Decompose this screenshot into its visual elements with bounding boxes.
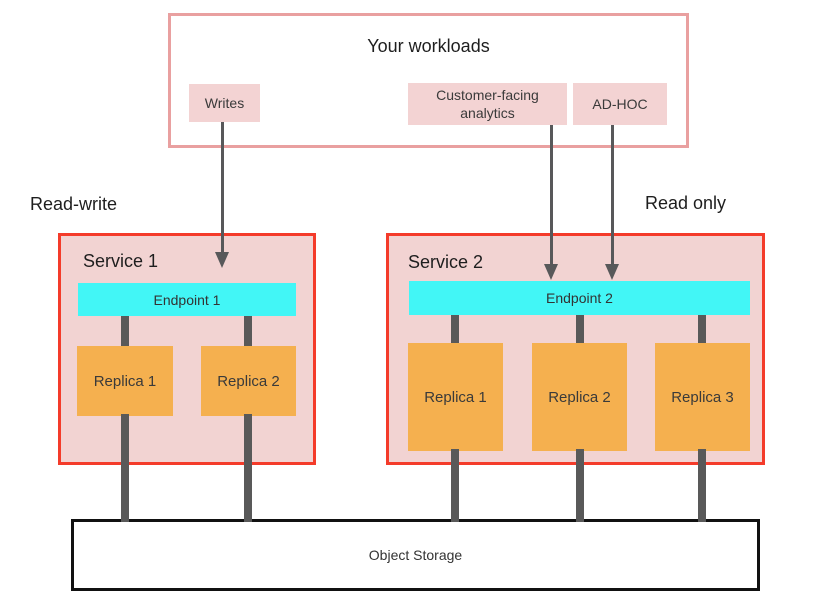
read-only-label: Read only <box>645 193 727 213</box>
service-2-replica-1: Replica 1 <box>408 343 503 451</box>
connector-s2-endpoint-replica3 <box>698 315 706 345</box>
arrowhead-writes-to-endpoint1 <box>215 252 229 268</box>
arrowhead-adhoc-to-endpoint2 <box>605 264 619 280</box>
service-1-title: Service 1 <box>83 251 159 271</box>
connector-s2-replica3-storage <box>698 449 706 522</box>
connector-s2-endpoint-replica1 <box>451 315 459 345</box>
workloads-box <box>168 13 689 148</box>
connector-s2-replica2-storage <box>576 449 584 522</box>
connector-s1-replica1-storage <box>121 414 129 522</box>
service-1-replica-2-label: Replica 2 <box>217 372 280 390</box>
connector-s1-endpoint-replica2 <box>244 316 252 348</box>
workload-chip-writes-label: Writes <box>204 95 245 111</box>
service-2-endpoint: Endpoint 2 <box>409 281 750 315</box>
object-storage-box: Object Storage <box>71 519 760 591</box>
connector-s1-replica2-storage <box>244 414 252 522</box>
read-write-label: Read-write <box>30 194 118 214</box>
service-2-replica-2: Replica 2 <box>532 343 627 451</box>
workload-chip-analytics-label: Customer-facing analytics <box>436 87 539 121</box>
workloads-title: Your workloads <box>367 36 490 56</box>
connector-s2-endpoint-replica2 <box>576 315 584 345</box>
arrowhead-analytics-to-endpoint2 <box>544 264 558 280</box>
service-2-replica-2-label: Replica 2 <box>548 388 611 406</box>
service-1-endpoint: Endpoint 1 <box>78 283 296 316</box>
workload-chip-adhoc: AD-HOC <box>573 83 667 125</box>
service-2-replica-1-label: Replica 1 <box>424 388 487 406</box>
workload-chip-adhoc-label: AD-HOC <box>592 96 648 112</box>
object-storage-label: Object Storage <box>368 547 463 563</box>
service-1-replica-1: Replica 1 <box>77 346 173 416</box>
service-1-endpoint-label: Endpoint 1 <box>153 291 221 308</box>
service-2-title: Service 2 <box>408 252 484 272</box>
workload-chip-analytics: Customer-facing analytics <box>408 83 567 125</box>
arrow-analytics-to-endpoint2 <box>550 125 553 265</box>
workload-chip-writes: Writes <box>189 84 260 122</box>
arrow-adhoc-to-endpoint2 <box>611 125 614 265</box>
service-1-replica-1-label: Replica 1 <box>93 372 157 390</box>
connector-s1-endpoint-replica1 <box>121 316 129 348</box>
service-2-endpoint-label: Endpoint 2 <box>546 290 613 306</box>
service-2-replica-3: Replica 3 <box>655 343 750 451</box>
service-1-replica-2: Replica 2 <box>201 346 296 416</box>
connector-s2-replica1-storage <box>451 449 459 522</box>
arrow-writes-to-endpoint1 <box>221 122 224 253</box>
service-2-replica-3-label: Replica 3 <box>671 388 734 406</box>
